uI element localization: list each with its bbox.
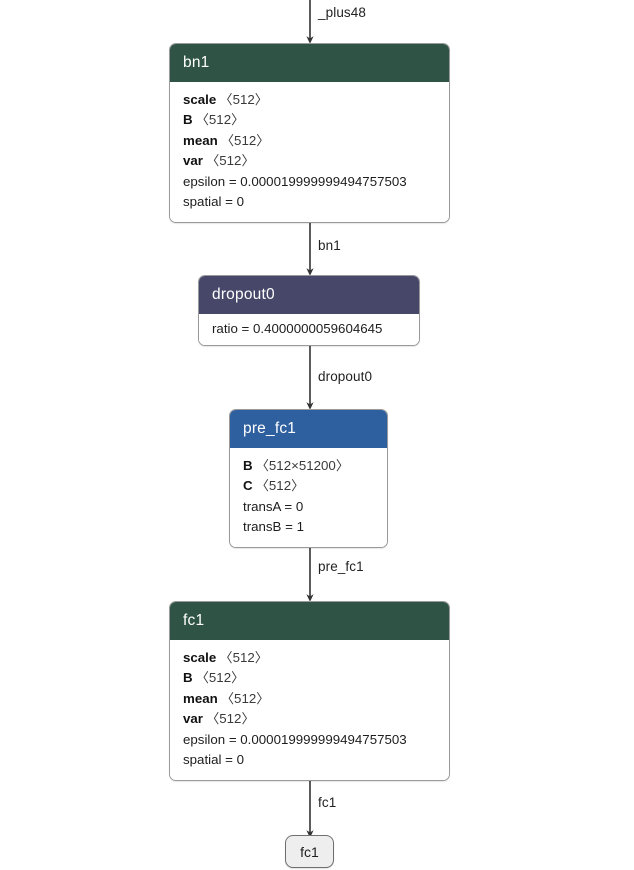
node-pre-fc1-body: B〈512×51200〉 C〈512〉 transA = 0 transB = … — [230, 447, 387, 547]
attr-row: B〈512×51200〉 — [243, 456, 375, 477]
node-fc1-output[interactable]: fc1 — [285, 835, 334, 868]
attr-row-epsilon: epsilon = 0.000019999999494757503 — [183, 173, 407, 189]
attr-row: C〈512〉 — [243, 476, 375, 497]
node-bn1[interactable]: bn1 scale〈512〉 B〈512〉 mean〈512〉 var〈512〉… — [169, 43, 450, 224]
attr-row-spatial: spatial = 0 — [183, 194, 244, 210]
attr-row: B〈512〉 — [183, 668, 437, 689]
attr-name: B — [183, 112, 193, 128]
attr-row-spatial: spatial = 0 — [183, 752, 244, 768]
attr-name: mean — [183, 690, 218, 706]
attr-name: scale — [183, 91, 217, 107]
node-fc1-header: fc1 — [170, 602, 449, 640]
attr-name: B — [243, 457, 253, 473]
attr-dim: 〈512〉 — [205, 153, 255, 169]
attr-row: B〈512〉 — [183, 110, 437, 131]
attr-row: var〈512〉 — [183, 709, 437, 730]
node-dropout0-body: ratio = 0.4000000059604645 — [199, 313, 419, 346]
attr-row: var〈512〉 — [183, 151, 437, 172]
attr-dim: 〈512〉 — [219, 649, 269, 665]
edge-label-bn1: bn1 — [318, 238, 341, 253]
attr-row-transb: transB = 1 — [243, 519, 304, 535]
attr-dim: 〈512〉 — [195, 112, 245, 128]
attr-row: scale〈512〉 — [183, 648, 437, 669]
edge-label-fc1: fc1 — [318, 795, 337, 810]
node-fc1-body: scale〈512〉 B〈512〉 mean〈512〉 var〈512〉 eps… — [170, 639, 449, 781]
attr-name: B — [183, 670, 193, 686]
attr-dim: 〈512〉 — [205, 711, 255, 727]
attr-dim: 〈512〉 — [195, 670, 245, 686]
node-bn1-header: bn1 — [170, 44, 449, 82]
attr-dim: 〈512×51200〉 — [255, 457, 350, 473]
attr-name: mean — [183, 132, 218, 148]
node-fc1-output-label: fc1 — [300, 843, 319, 860]
node-dropout0-header: dropout0 — [199, 276, 419, 314]
node-dropout0[interactable]: dropout0 ratio = 0.4000000059604645 — [198, 275, 420, 347]
attr-row: mean〈512〉 — [183, 689, 437, 710]
attr-dim: 〈512〉 — [220, 132, 270, 148]
attr-row: scale〈512〉 — [183, 90, 437, 111]
attr-dim: 〈512〉 — [219, 91, 269, 107]
attr-dim: 〈512〉 — [255, 478, 305, 494]
attr-row-ratio: ratio = 0.4000000059604645 — [212, 320, 383, 336]
attr-name: var — [183, 153, 203, 169]
node-fc1[interactable]: fc1 scale〈512〉 B〈512〉 mean〈512〉 var〈512〉… — [169, 601, 450, 782]
attr-name: C — [243, 478, 253, 494]
edge-label-plus48: _plus48 — [318, 5, 366, 20]
attr-row: mean〈512〉 — [183, 131, 437, 152]
attr-row-transa: transA = 0 — [243, 498, 304, 514]
edge-label-dropout0: dropout0 — [318, 369, 373, 384]
edge-label-pre-fc1: pre_fc1 — [318, 559, 364, 574]
attr-name: scale — [183, 649, 217, 665]
node-pre-fc1[interactable]: pre_fc1 B〈512×51200〉 C〈512〉 transA = 0 t… — [229, 409, 388, 548]
node-bn1-body: scale〈512〉 B〈512〉 mean〈512〉 var〈512〉 eps… — [170, 81, 449, 223]
node-pre-fc1-header: pre_fc1 — [230, 410, 387, 448]
attr-dim: 〈512〉 — [220, 690, 270, 706]
attr-row-epsilon: epsilon = 0.000019999999494757503 — [183, 731, 407, 747]
attr-name: var — [183, 711, 203, 727]
